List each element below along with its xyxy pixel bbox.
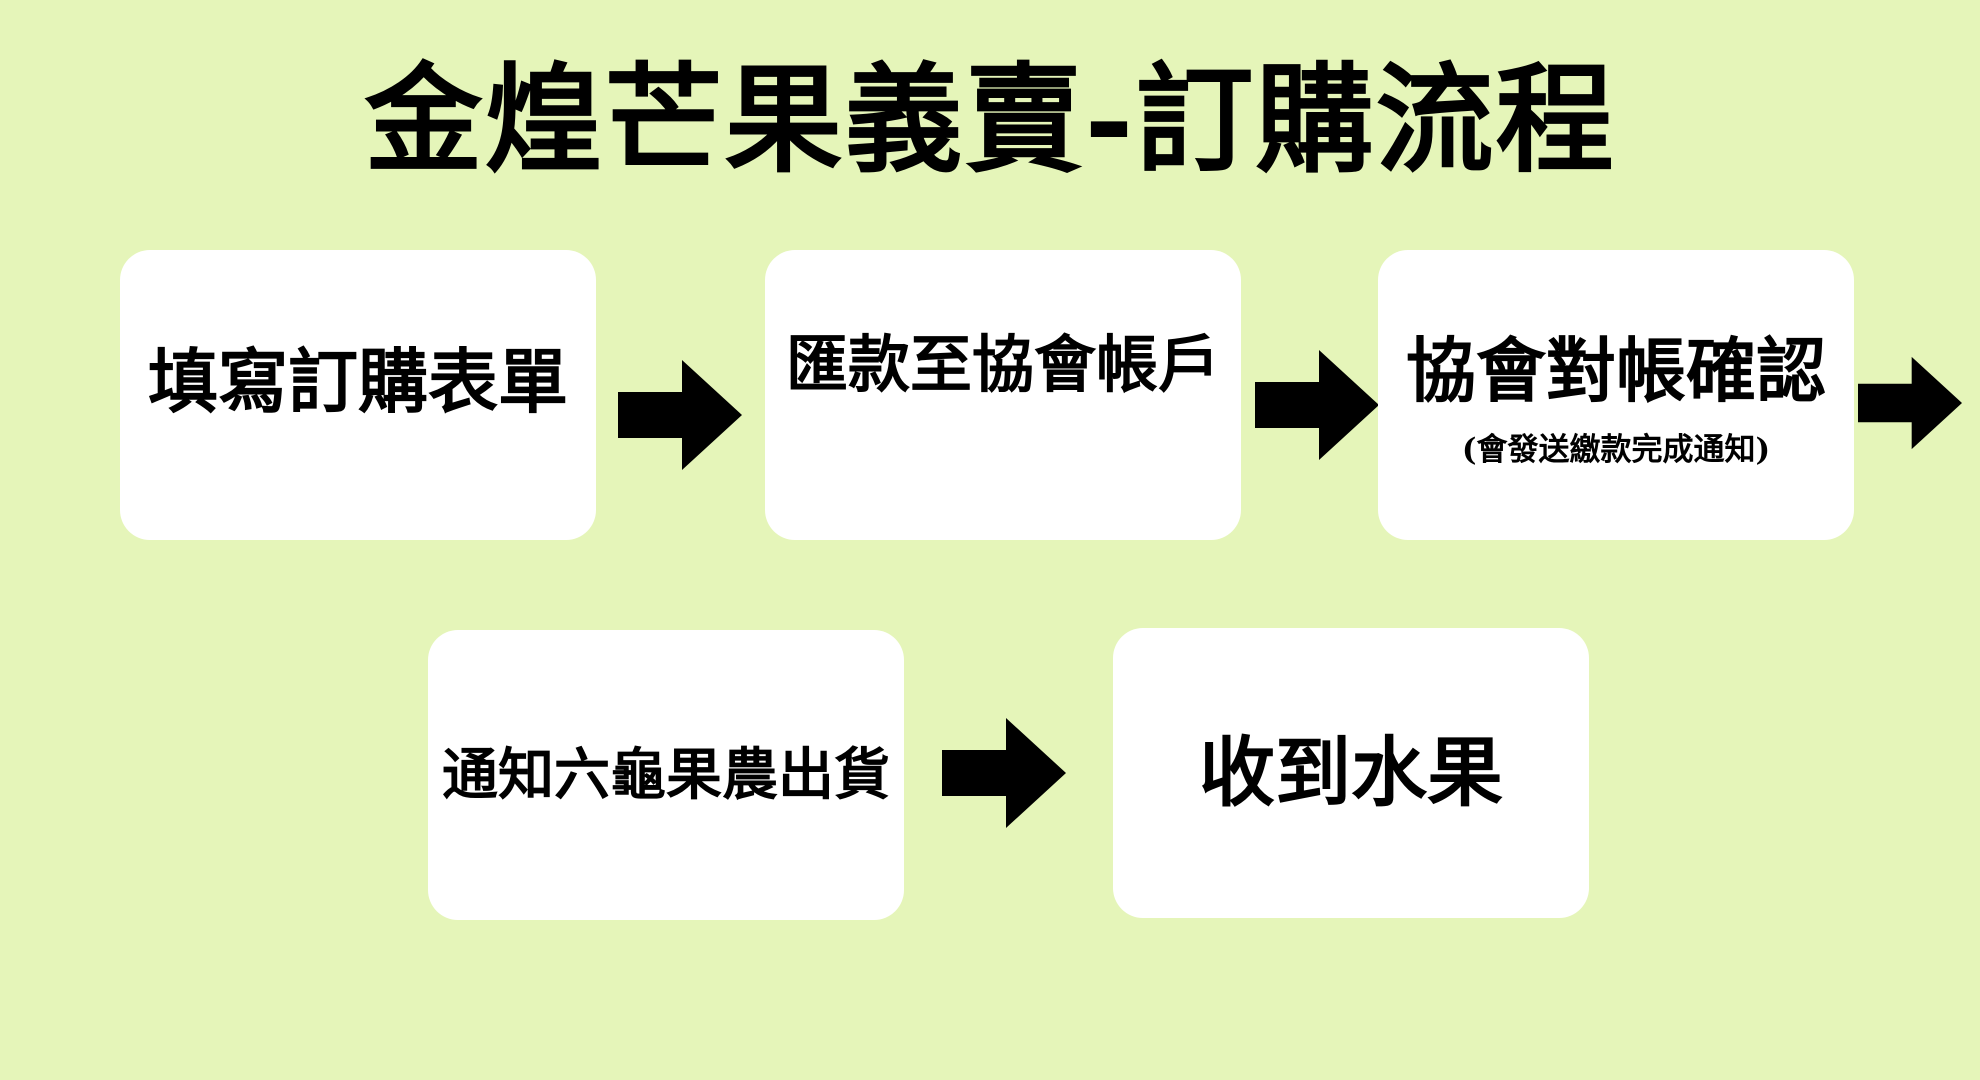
step-label: 匯款至協會帳戶 [785, 328, 1220, 402]
step-box-receive-fruit: 收到水果 [1113, 628, 1589, 918]
right-arrow-icon [618, 360, 742, 470]
step-box-transfer-payment: 匯款至協會帳戶 [765, 250, 1241, 540]
right-arrow-icon [1858, 356, 1962, 450]
right-arrow-icon [942, 718, 1066, 828]
step-label: 填寫訂購表單 [148, 340, 568, 424]
step-box-fill-form: 填寫訂購表單 [120, 250, 596, 540]
step-note: (會發送繳款完成通知) [1461, 431, 1771, 468]
right-arrow-icon [1255, 350, 1379, 460]
step-box-notify-farmers: 通知六龜果農出貨 [428, 630, 904, 920]
step-label: 協會對帳確認 [1406, 329, 1826, 413]
page-title: 金煌芒果義賣-訂購流程 [364, 50, 1616, 189]
step-label: 通知六龜果農出貨 [442, 741, 890, 808]
step-label: 收到水果 [1199, 728, 1503, 818]
step-box-reconcile-confirm: 協會對帳確認 (會發送繳款完成通知) [1378, 250, 1854, 540]
